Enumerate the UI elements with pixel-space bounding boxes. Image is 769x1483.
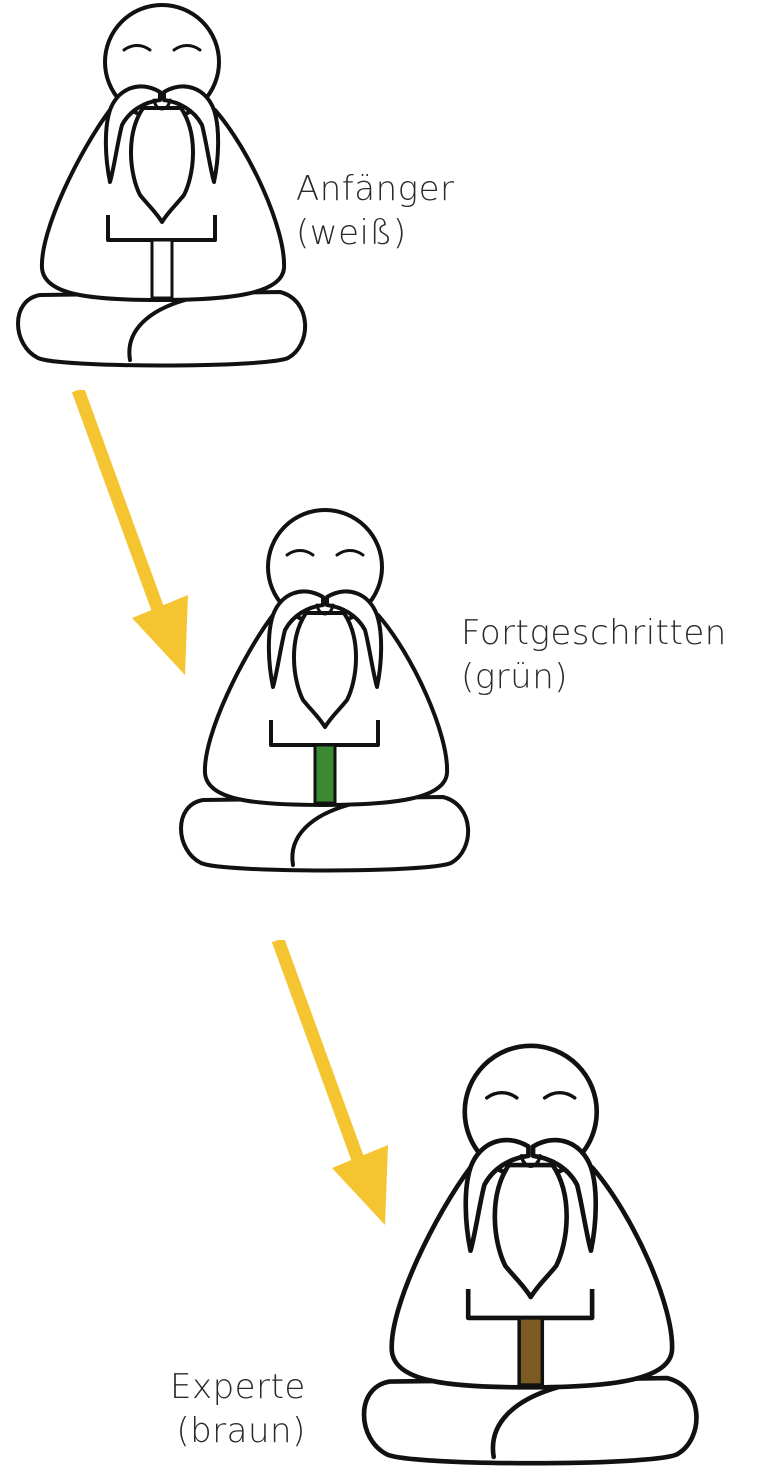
stage-color: (grün) bbox=[461, 655, 727, 699]
belt-white bbox=[152, 240, 172, 298]
monk-figure-expert bbox=[340, 1040, 740, 1480]
stage-color: (braun) bbox=[170, 1409, 306, 1453]
stage-name: Experte bbox=[170, 1365, 306, 1409]
stage-name: Fortgeschritten bbox=[461, 611, 727, 655]
stage-label-advanced: Fortgeschritten (grün) bbox=[461, 611, 727, 699]
stage-color: (weiß) bbox=[296, 211, 454, 255]
monk-figure-advanced bbox=[163, 505, 503, 885]
monk-figure-beginner bbox=[0, 0, 340, 380]
belt-green bbox=[315, 745, 335, 803]
stage-name: Anfänger bbox=[296, 167, 454, 211]
belt-brown bbox=[519, 1318, 542, 1385]
stage-label-expert: Experte (braun) bbox=[170, 1365, 306, 1453]
stage-label-beginner: Anfänger (weiß) bbox=[296, 167, 454, 255]
